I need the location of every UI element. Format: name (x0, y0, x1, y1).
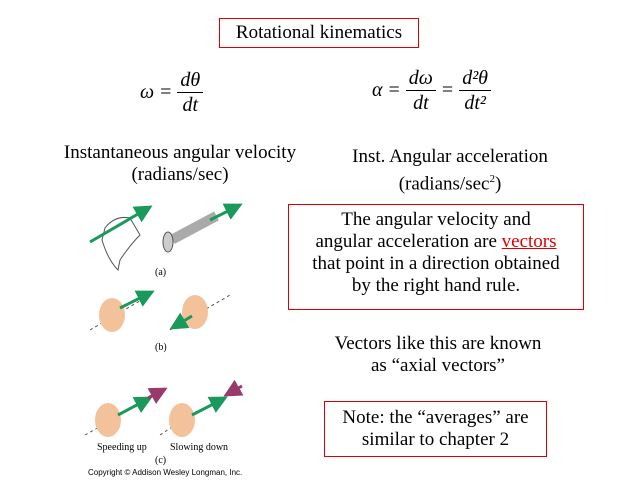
numerator: dθ (177, 68, 204, 93)
angular-acceleration-caption: Inst. Angular acceleration (radians/sec2… (330, 146, 570, 195)
text-line: that point in a direction obtained (312, 253, 560, 274)
text-line: angular acceleration are vectors (289, 231, 583, 253)
label-b: (b) (155, 342, 167, 353)
equals: = (388, 79, 400, 101)
caption-line: (radians/sec2) (330, 168, 570, 195)
equals: = (441, 79, 454, 101)
slide-title: Rotational kinematics (219, 18, 419, 48)
note-box: Note: the “averages” are similar to chap… (324, 401, 547, 457)
text-line: as “axial vectors” (371, 355, 505, 376)
denominator: dt (413, 92, 429, 114)
vectors-link[interactable]: vectors (501, 231, 557, 252)
text-line: The angular velocity and (341, 209, 531, 230)
omega-symbol: ω (140, 81, 155, 103)
copyright: Copyright © Addison Wesley Longman, Inc. (88, 468, 242, 477)
hand-illustration (89, 205, 153, 272)
disk-c-speeding (84, 387, 168, 437)
numerator: dω (405, 66, 436, 91)
label-c: (c) (155, 455, 166, 466)
text-line: Vectors like this are known (334, 333, 542, 354)
right-hand-rule-figure: (a) (b) Speeding up Slowing down (c) Cop… (84, 203, 244, 477)
paren: ) (494, 173, 502, 195)
label-a: (a) (155, 267, 166, 278)
numerator: d²θ (459, 66, 492, 91)
text: angular acceleration are (315, 231, 502, 252)
text-line: by the right hand rule. (351, 275, 521, 296)
caption-line: Inst. Angular acceleration (352, 146, 548, 167)
equals: = (160, 81, 172, 103)
superscript: 2 (489, 173, 495, 185)
angular-velocity-caption: Instantaneous angular velocity (radians/… (40, 142, 320, 186)
screw-illustration (162, 203, 243, 253)
disk-c-slowing (159, 379, 244, 437)
caption-line: (radians/sec) (131, 164, 229, 185)
caption-line: Instantaneous angular velocity (63, 142, 297, 163)
units: (radians/sec (398, 173, 490, 195)
denominator: dt² (464, 92, 486, 114)
text-line: Note: the “averages” are (342, 407, 529, 428)
text-line: similar to chapter 2 (361, 429, 510, 450)
alpha-symbol: α (372, 79, 383, 101)
disk-b-left (89, 290, 155, 332)
slowing-down-label: Slowing down (170, 442, 228, 453)
axial-vectors-text: Vectors like this are known as “axial ve… (300, 333, 576, 377)
disk-b-right (169, 294, 231, 331)
speeding-up-label: Speeding up (97, 442, 147, 453)
vector-explanation-box: The angular velocity and angular acceler… (288, 204, 584, 310)
denominator: dt (182, 94, 199, 116)
